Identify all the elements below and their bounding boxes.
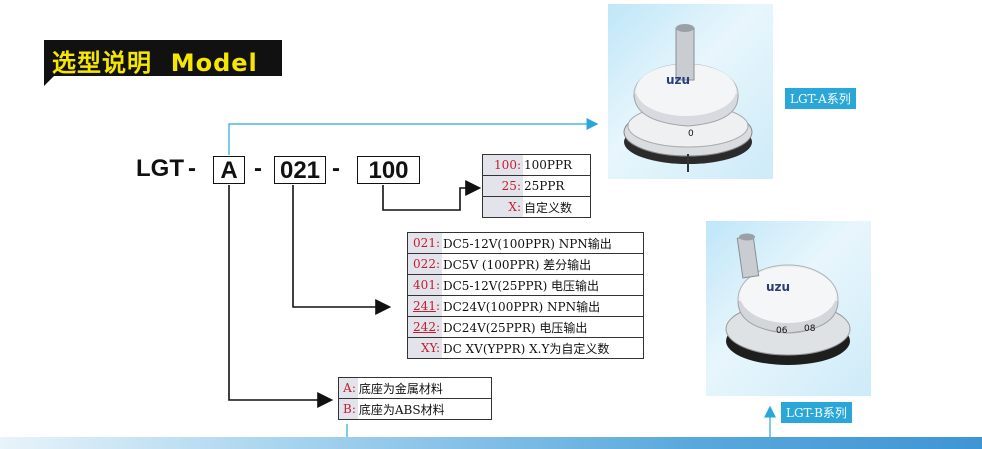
series-b-label: LGT-B系列 (781, 402, 852, 423)
title-en: Model (170, 49, 258, 77)
table-row: A:底座为金属材料 (337, 377, 492, 399)
dial-label-b-1: 06 (776, 326, 788, 336)
table-row: 022:DC5V (100PPR) 差分输出 (407, 253, 644, 275)
handwheel-a-image: uzu 0 (623, 24, 753, 172)
model-sep-1: - (188, 155, 196, 182)
model-sep-3: - (332, 155, 340, 182)
brand-text-a: uzu (666, 73, 690, 87)
model-seg-base: A (213, 156, 245, 184)
table-row: 241:DC24V(100PPR) NPN输出 (407, 295, 644, 317)
bottom-decor-bar (0, 437, 982, 449)
model-prefix: LGT (136, 155, 184, 182)
product-photo-b: uzu 06 08 (706, 221, 871, 396)
table-row: X:自定义数 (482, 196, 591, 218)
arrow-to-ppr-table (382, 180, 482, 211)
model-sep-2: - (254, 155, 262, 182)
brand-text-b: uzu (766, 280, 790, 294)
arrow-to-base-table (228, 185, 334, 408)
product-photo-a: uzu 0 (608, 4, 773, 179)
dial-zero-a: 0 (688, 129, 694, 139)
table-row: 401:DC5-12V(25PPR) 电压输出 (407, 274, 644, 296)
table-row: XY:DC XV(YPPR) X.Y为自定义数 (407, 337, 644, 359)
dial-label-b-2: 08 (804, 324, 816, 334)
output-options-table: 021:DC5-12V(100PPR) NPN输出 022:DC5V (100P… (407, 232, 644, 359)
model-seg-output: 021 (274, 156, 326, 184)
ppr-options-table: 100:100PPR 25:25PPR X:自定义数 (482, 154, 591, 218)
table-row: B:底座为ABS材料 (337, 398, 492, 420)
table-row: 100:100PPR (482, 154, 591, 176)
title-cn: 选型说明 (52, 49, 152, 77)
base-options-table: A:底座为金属材料 B:底座为ABS材料 (337, 377, 492, 420)
title-notch (44, 76, 54, 86)
table-row: 021:DC5-12V(100PPR) NPN输出 (407, 232, 644, 254)
series-a-label: LGT-A系列 (785, 88, 856, 109)
section-title: 选型说明 Model (44, 40, 282, 77)
table-row: 242:DC24V(25PPR) 电压输出 (407, 316, 644, 338)
table-row: 25:25PPR (482, 175, 591, 197)
arrow-to-a-series (228, 118, 599, 155)
handwheel-b-image: uzu 06 08 (725, 233, 851, 365)
model-seg-ppr: 100 (357, 156, 420, 184)
arrow-to-output-table (292, 185, 392, 315)
